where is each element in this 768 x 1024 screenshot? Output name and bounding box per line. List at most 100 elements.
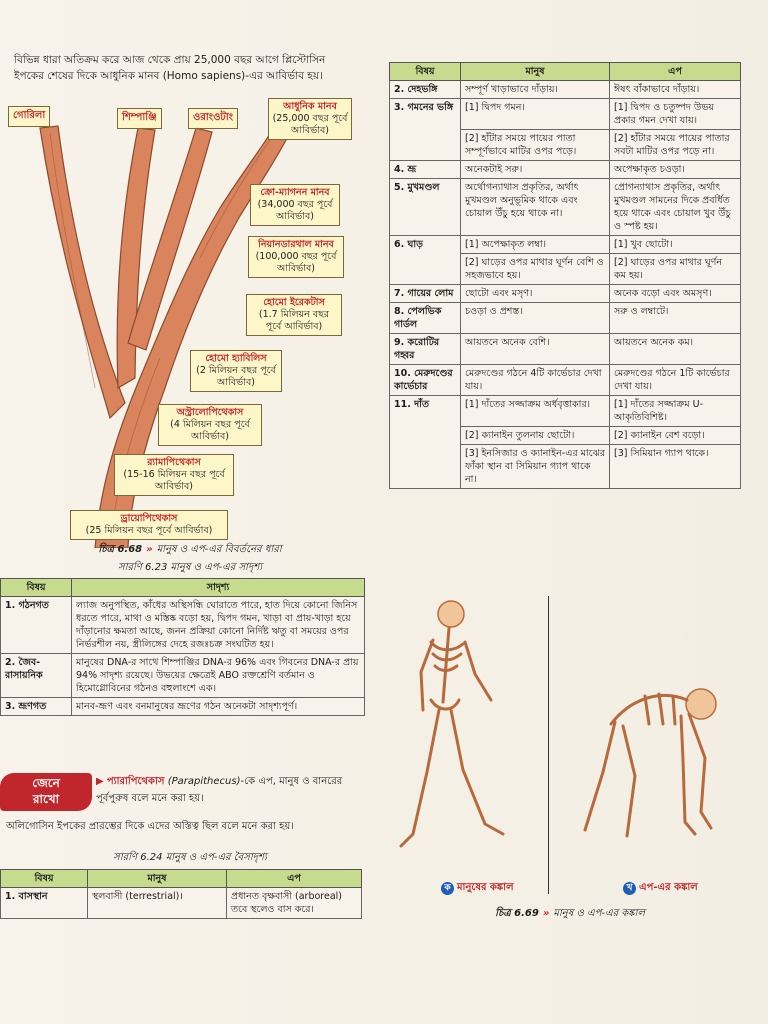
table-row: [2] হাঁটার সময়ে পায়ের পাতা সম্পূর্ণভাব…	[390, 129, 741, 161]
tree-tip-chimpanzee: শিম্পাঞ্জি	[117, 108, 162, 129]
stage-detail: (2 মিলিয়ন বছর পূর্বে আবির্ভাব)	[196, 365, 276, 388]
know-title: প্যারাপিথেকাস	[106, 776, 165, 787]
row-human: [1] অপেক্ষাকৃত লম্বা।	[460, 235, 610, 254]
header-topic: বিষয়	[0, 869, 88, 888]
badge-line-2: রাখো	[32, 792, 60, 806]
header-human: মানুষ	[460, 62, 610, 81]
row-value: ল্যাজ অনুপস্থিত, কাঁধের অস্থিসন্ধি ঘোরাত…	[71, 596, 365, 654]
stage-ramapithecus: র‍্যামাপিথেকাস (15-16 মিলিয়ন বছর পূর্বে…	[114, 454, 234, 496]
row-ape: অনেক বড়ো এবং অমসৃণ।	[609, 284, 741, 303]
header-similarity: সাদৃশ্য	[71, 578, 365, 597]
stage-name: হোমো হ্যাবিলিস	[205, 353, 267, 364]
table-row: 2. জৈব-রাসায়নিক মানুষের DNA-র সাথে শিম্…	[0, 653, 365, 698]
know-text-1: -কে এপ, মানুষ ও বানরের পূর্বপুরুষ বলে মন…	[96, 776, 343, 804]
skeleton-drawing	[399, 600, 717, 848]
label-text: মানুষের কঙ্কাল	[457, 882, 514, 893]
label-text: এপ-এর কঙ্কাল	[639, 882, 698, 893]
stage-australopithecus: অস্ট্রালোপিথেকাস (4 মিলিয়ন বছর পূর্বে আ…	[158, 404, 262, 446]
table-6-24-differences: বিষয় মানুষ এপ 1. বাসস্থান স্থলবাসী (ter…	[0, 869, 362, 919]
table-row: [3] ইনসিজার ও ক্যানাইন-এর মাঝের ফাঁকা স্…	[390, 444, 741, 489]
row-human: [1] দ্বিপদ গমন।	[460, 98, 610, 130]
stage-name: হোমো ইরেকটাস	[263, 297, 325, 308]
know-text-2: অলিগোসিন ইপকের প্রারম্ভের দিকে এদের অস্ত…	[6, 821, 294, 832]
row-key: 2. দেহভঙ্গি	[389, 80, 461, 99]
table-row: 6. ঘাড়[1] অপেক্ষাকৃত লম্বা।[1] খুব ছোটো…	[389, 235, 741, 285]
table-header-row: বিষয় মানুষ এপ	[0, 869, 362, 888]
row-ape: [3] সিমিয়ান গ্যাপ থাকে।	[609, 444, 741, 489]
stage-detail: (1.7 মিলিয়ন বছর পূর্বে আবির্ভাব)	[258, 309, 330, 332]
table-row: [2] ক্যানাইন তুলনায় ছোটো।[2] ক্যানাইন ব…	[390, 426, 741, 445]
row-ape: সরু ও লম্বাটে।	[609, 302, 741, 334]
header-topic: বিষয়	[389, 62, 461, 81]
intro-line-2: ইপকের শেষের দিকে আধুনিক মানব (Homo sapie…	[14, 70, 323, 82]
stage-name: ড্রায়োপিথেকাস	[120, 513, 178, 524]
figure-6-68-caption: চিত্র 6.68»মানুষ ও এপ-এর বিবর্তনের ধারা	[20, 542, 360, 559]
header-topic: বিষয়	[0, 578, 72, 597]
row-key: 6. ঘাড়	[389, 235, 461, 285]
stage-detail: (34,000 বছর পূর্বে আবির্ভাব)	[257, 199, 333, 222]
stage-cro-magnon: ক্রো-ম্যাগনন মানব (34,000 বছর পূর্বে আবি…	[250, 184, 340, 226]
figure-6-69-caption: চিত্র 6.69»মানুষ ও এপ-এর কঙ্কাল	[400, 906, 740, 923]
label-marker-ka: ক	[441, 882, 454, 895]
intro-paragraph: বিভিন্ন ধারা অতিক্রম করে আজ থেকে প্রায় …	[14, 52, 379, 84]
row-ape: [2] ক্যানাইন বেশ বড়ো।	[609, 426, 741, 445]
table-6-24-continued: বিষয় মানুষ এপ 2. দেহভঙ্গিসম্পূর্ণ খাড়া…	[389, 62, 741, 489]
table-row: 1. গঠনগত ল্যাজ অনুপস্থিত, কাঁধের অস্থিসন…	[0, 596, 365, 654]
caption-arrow-icon: »	[146, 544, 153, 555]
row-ape: প্রোগন্যাথাস প্রকৃতির, অর্থাৎ মুখমণ্ডল স…	[609, 178, 741, 236]
row-key: 2. জৈব-রাসায়নিক	[0, 653, 72, 698]
table-row: 4. ভ্রূঅনেকটাই সরু।অপেক্ষাকৃত চওড়া।	[389, 160, 741, 179]
table-6-23-similarities: বিষয় সাদৃশ্য 1. গঠনগত ল্যাজ অনুপস্থিত, …	[0, 578, 365, 716]
row-ape: প্রধানত বৃক্ষবাসী (arboreal) তবে স্থলেও …	[226, 887, 362, 919]
row-ape: মেরুদণ্ডের গঠনে 1টি কার্ভেচার দেখা যায়।	[609, 364, 741, 396]
row-key: 1. বাসস্থান	[0, 887, 88, 919]
row-human: স্থলবাসী (terrestrial)।	[87, 887, 227, 919]
row-key: 10. মেরুদণ্ডের কার্ভেচার	[389, 364, 461, 396]
row-human: [1] দাঁতের সজ্জাক্রম অর্ধবৃত্তাকার।	[460, 395, 610, 427]
row-human: চওড়া ও প্রশস্ত।	[460, 302, 610, 334]
row-key: 9. করোটির গহ্বর	[389, 333, 461, 365]
table-6-23-caption: সারণি 6.23 মানুষ ও এপ-এর সাদৃশ্য	[117, 562, 263, 573]
row-ape: [2] হাঁটার সময়ে পায়ের পাতার সবটা মাটির…	[609, 129, 741, 161]
figure-text: মানুষ ও এপ-এর কঙ্কাল	[553, 908, 645, 919]
row-key: 8. পেলভিক গার্ডল	[389, 302, 461, 334]
header-ape: এপ	[609, 62, 741, 81]
stage-name: র‍্যামাপিথেকাস	[147, 457, 201, 468]
evolution-tree-drawing	[39, 107, 301, 548]
row-human: মেরুদণ্ডের গঠনে 4টি কার্ভেচার দেখা যায়।	[460, 364, 610, 396]
row-ape: ঈষৎ বাঁকাভাবে দাঁড়ায়।	[609, 80, 741, 99]
stage-name: ক্রো-ম্যাগনন মানব	[260, 187, 330, 198]
stage-name: নিয়ানডারথাল মানব	[258, 239, 334, 250]
stage-name: আধুনিক মানব	[283, 101, 337, 112]
row-ape: অপেক্ষাকৃত চওড়া।	[609, 160, 741, 179]
table-row: [2] ঘাড়ের ওপর মাথার ঘূর্ণন বেশি ও সহজভা…	[390, 253, 741, 285]
row-human: অনেকটাই সরু।	[460, 160, 610, 179]
badge-line-1: জেনে	[32, 776, 60, 790]
tree-tip-orangutan: ওরাংওটাং	[188, 108, 239, 129]
stage-detail: (4 মিলিয়ন বছর পূর্বে আবির্ভাব)	[170, 419, 250, 442]
tree-tip-gorilla: গোরিলা	[8, 106, 51, 127]
evolution-tree-figure: গোরিলা শিম্পাঞ্জি ওরাংওটাং আধুনিক মানব (…	[0, 88, 385, 548]
table-header-row: বিষয় সাদৃশ্য	[0, 578, 365, 597]
intro-line-1: বিভিন্ন ধারা অতিক্রম করে আজ থেকে প্রায় …	[14, 54, 326, 66]
table-row: 3. গমনের ভঙ্গি[1] দ্বিপদ গমন।[1] দ্বিপদ …	[389, 98, 741, 161]
right-arrow-icon: ▶	[96, 776, 107, 787]
know-text-block: ▶ প্যারাপিথেকাস (Parapithecus)-কে এপ, মা…	[96, 773, 368, 807]
stage-homo-erectus: হোমো ইরেকটাস (1.7 মিলিয়ন বছর পূর্বে আবি…	[246, 294, 342, 336]
row-key: 4. ভ্রূ	[389, 160, 461, 179]
row-human: ছোটো এবং মসৃণ।	[460, 284, 610, 303]
table-row: 1. বাসস্থান স্থলবাসী (terrestrial)। প্রধ…	[0, 887, 362, 919]
stage-dryopithecus: ড্রায়োপিথেকাস (25 মিলিয়ন বছর পূর্বে আব…	[70, 510, 228, 540]
label-marker-kha: খ	[623, 882, 636, 895]
row-human: অর্থোগন্যাথাস প্রকৃতির, অর্থাৎ মুখমণ্ডল …	[460, 178, 610, 236]
row-key: 11. দাঁত	[389, 395, 461, 489]
row-ape: [2] ঘাড়ের ওপর মাথার ঘূর্ণন কম হয়।	[609, 253, 741, 285]
row-value: মানুষের DNA-র সাথে শিম্পাঞ্জির DNA-র 96%…	[71, 653, 365, 698]
table-row: 3. ভ্রূণগত মানব-ভ্রূণ এবং বনমানুষের ভ্রূ…	[0, 697, 365, 716]
stage-modern-human: আধুনিক মানব (25,000 বছর পূর্বে আবির্ভাব)	[268, 98, 352, 140]
